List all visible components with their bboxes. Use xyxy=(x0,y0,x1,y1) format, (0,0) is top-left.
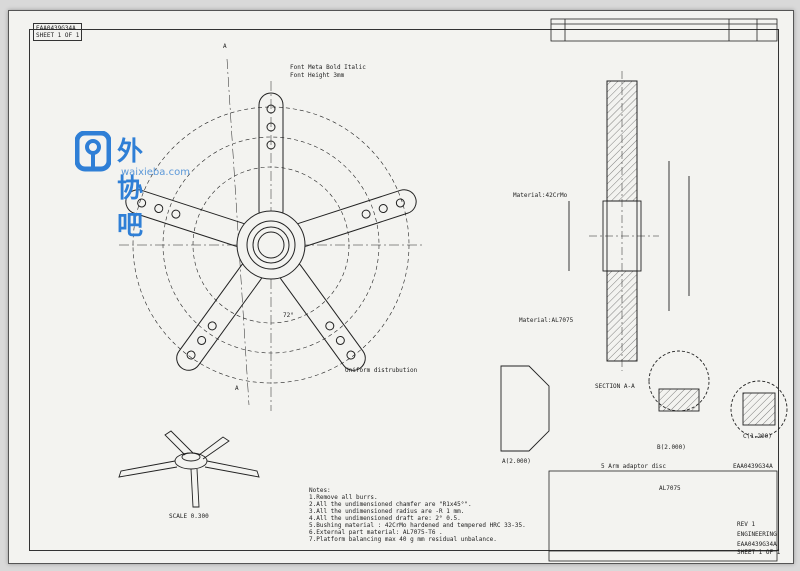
hub xyxy=(236,210,306,280)
title-block-engineering: ENGINEERING xyxy=(737,531,777,538)
watermark-url: waixieba.com xyxy=(121,167,190,178)
revision-table xyxy=(550,18,778,42)
material-main-label: Material:AL7075 xyxy=(519,317,574,324)
detail-c-label: C(1.200) xyxy=(743,433,772,440)
iso-view xyxy=(118,430,260,508)
note-item: 1.Remove all burrs. xyxy=(309,494,378,501)
drawing-frame xyxy=(29,29,779,551)
section-view xyxy=(568,71,690,371)
watermark-name: 外协吧 xyxy=(117,137,146,241)
title-block-code: EAA0439G34A xyxy=(737,541,777,548)
technical-drawing xyxy=(118,18,788,562)
title-block-material: AL7075 xyxy=(659,485,681,492)
section-label: SECTION A-A xyxy=(595,383,635,390)
drawing-code-box: EAA0439G34A SHEET 1 OF 1 xyxy=(33,23,83,41)
material-bushing-label: Material:42CrMo xyxy=(513,192,568,199)
notes-block: Notes: 1.Remove all burrs. 2.All the und… xyxy=(309,487,526,543)
watermark-icon xyxy=(75,131,111,172)
note-item: 6.External part material: AL7075-T6 . xyxy=(309,529,443,536)
cut-marker-top: A xyxy=(223,43,227,50)
notes-title: Notes: xyxy=(309,487,331,494)
font-height-note: Font Height 3mm xyxy=(290,72,345,79)
title-block-sheet: SHEET 1 OF 1 xyxy=(737,549,781,556)
detail-a-label: A(2.000) xyxy=(502,458,531,465)
uniform-label: Uniform distrubution xyxy=(345,367,418,374)
sheet-label: SHEET 1 OF 1 xyxy=(36,32,80,39)
cut-marker-bottom: A xyxy=(235,385,239,392)
drawing-code: EAA0439G34A xyxy=(36,25,76,32)
scale-label: SCALE 0.300 xyxy=(169,513,209,520)
font-note: Font Meta Bold Italic xyxy=(290,64,366,71)
drawing-sheet: EAA0439G34A SHEET 1 OF 1 xyxy=(8,10,794,564)
detail-views xyxy=(500,350,788,452)
note-item: 5.Bushing material : 42CrMo hardened and… xyxy=(309,522,526,529)
title-block-drawing-no: EAA0439G34A xyxy=(733,463,773,470)
note-item: 7.Platform balancing max 40 g mm residua… xyxy=(309,536,497,543)
title-block-rev: REV 1 xyxy=(737,521,756,528)
title-block-title: 5 Arm adaptor disc xyxy=(601,463,667,470)
detail-b-label: B(2.000) xyxy=(657,444,686,451)
note-item: 2.All the undimensioned chamfer are "R1x… xyxy=(309,501,472,508)
angle-label: 72° xyxy=(283,312,294,319)
note-item: 3.All the undimensioned radius are -R 1 … xyxy=(309,508,465,515)
note-item: 4.All the undimensioned draft are: 2° 0.… xyxy=(309,515,461,522)
